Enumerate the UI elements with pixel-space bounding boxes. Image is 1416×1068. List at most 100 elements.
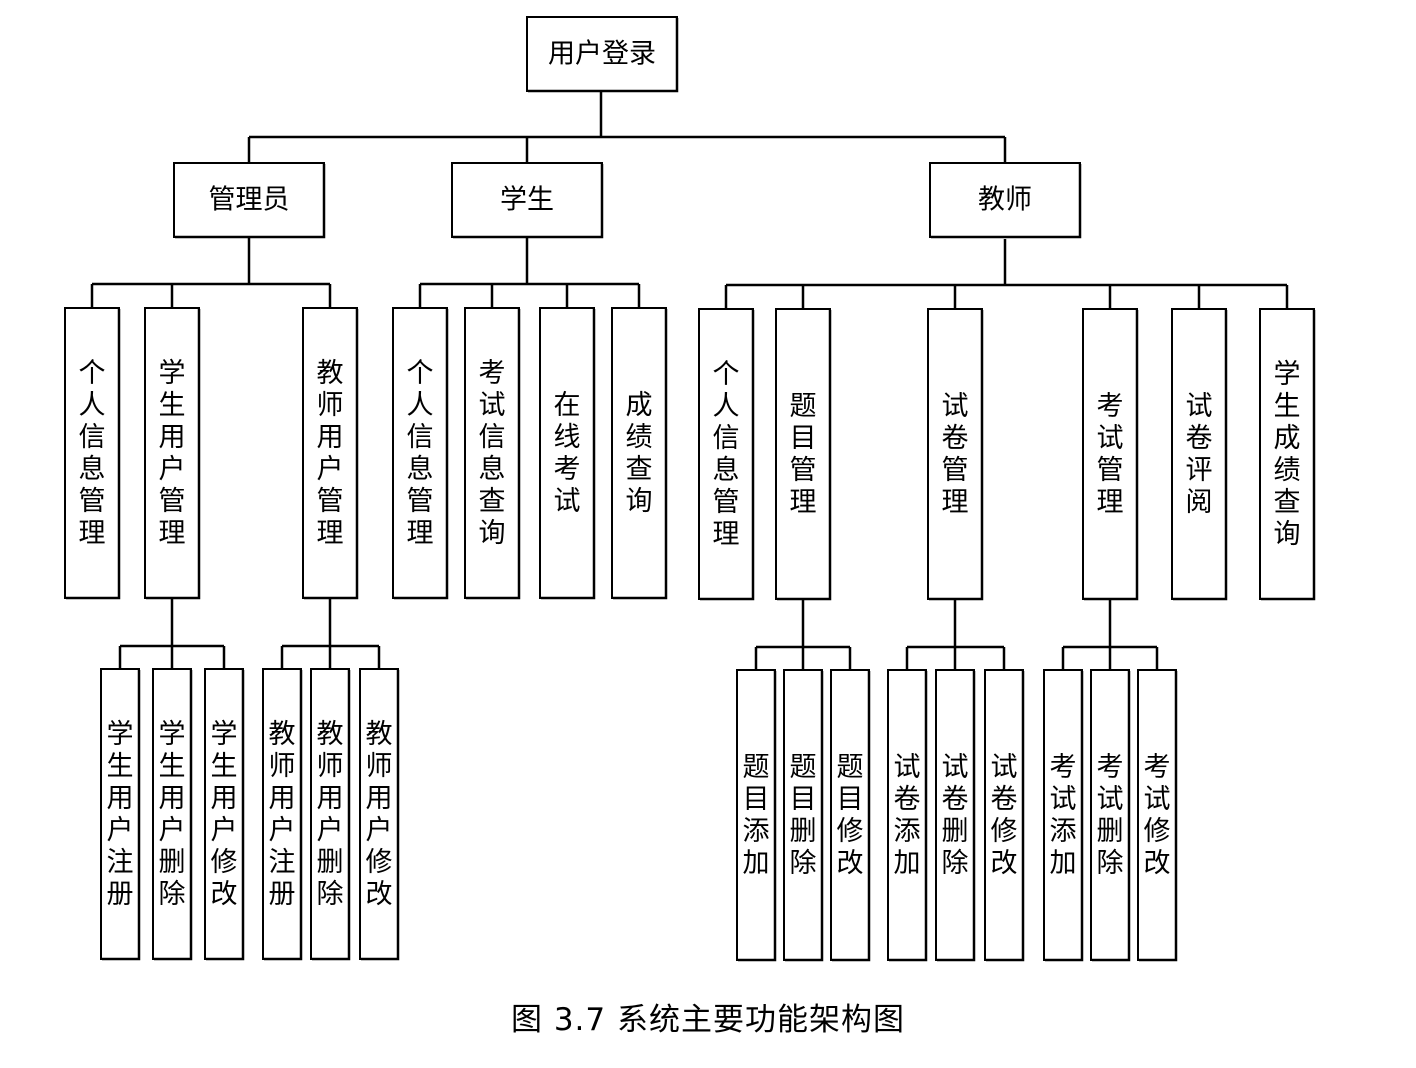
node-student-personal-info-box [392,307,448,599]
node-teacher-paper-mgmt-label: 试卷管理 [942,391,969,518]
node-teacher-user-delete-edge [312,670,351,961]
node-teacher-question-mgmt-label: 题目管理 [790,391,817,518]
node-paper-delete-label: 试卷删除 [942,752,969,879]
node-exam-modify-box [1137,669,1177,961]
node-teacher-personal-info-label: 个人信息管理 [713,359,740,550]
node-exam-add: 考试添加 [1043,669,1084,962]
node-student-user-delete-edge [154,670,193,961]
node-user-login-label: 用户登录 [548,39,656,70]
node-teacher-edge [931,164,1082,239]
node-question-delete-box [783,669,823,961]
node-teacher-score-query: 学生成绩查询 [1259,308,1316,601]
node-student-online-exam: 在线考试 [539,307,596,600]
node-paper-add-edge [889,671,928,962]
node-admin-personal-info-label: 个人信息管理 [79,358,106,549]
node-student-user-modify-label: 学生用户修改 [211,719,238,910]
node-paper-delete-edge [937,671,976,962]
node-student-edge [453,164,604,239]
node-exam-add-label: 考试添加 [1050,752,1077,879]
node-exam-delete-label: 考试删除 [1097,752,1124,879]
node-exam-modify: 考试修改 [1137,669,1178,962]
node-paper-add: 试卷添加 [887,669,928,962]
node-teacher-question-mgmt: 题目管理 [775,308,832,601]
node-teacher-score-query-edge [1261,310,1316,601]
node-admin-edge [175,164,326,239]
node-teacher-user-delete: 教师用户删除 [310,668,351,961]
node-student-personal-info-edge [394,309,449,600]
node-teacher-paper-review: 试卷评阅 [1171,308,1228,601]
node-teacher-label: 教师 [978,185,1032,216]
node-question-modify-edge [832,671,871,962]
node-admin-label: 管理员 [209,185,290,216]
node-teacher-user-register-label: 教师用户注册 [269,719,296,910]
node-admin-student-users-edge [146,309,201,600]
node-teacher-paper-review-edge [1173,310,1228,601]
node-teacher-question-mgmt-edge [777,310,832,601]
node-student-user-register: 学生用户注册 [100,668,141,961]
node-student-user-register-edge [102,670,141,961]
node-exam-add-edge [1045,671,1084,962]
node-student: 学生 [451,162,604,239]
node-exam-modify-label: 考试修改 [1144,752,1171,879]
node-student-online-exam-label: 在线考试 [554,390,581,517]
node-student-score-query-label: 成绩查询 [626,390,653,517]
node-teacher-exam-mgmt: 考试管理 [1082,308,1139,601]
node-teacher-user-delete-label: 教师用户删除 [317,719,344,910]
node-exam-add-box [1043,669,1083,961]
node-student-online-exam-edge [541,309,596,600]
node-student-user-modify: 学生用户修改 [204,668,245,961]
node-question-delete-label: 题目删除 [790,752,817,879]
node-student-user-register-label: 学生用户注册 [107,719,134,910]
node-paper-delete: 试卷删除 [935,669,976,962]
node-question-add-label: 题目添加 [743,752,770,879]
node-admin-teacher-users-box [302,307,358,599]
node-teacher-question-mgmt-box [775,308,831,600]
node-teacher-user-modify-label: 教师用户修改 [366,719,393,910]
node-student-score-query-edge [613,309,668,600]
node-question-delete: 题目删除 [783,669,824,962]
node-teacher-user-register-edge [264,670,303,961]
node-question-add-box [736,669,776,961]
node-admin-personal-info: 个人信息管理 [64,307,121,600]
node-student-label: 学生 [500,185,554,216]
node-admin-student-users: 学生用户管理 [144,307,201,600]
node-question-modify: 题目修改 [830,669,871,962]
node-teacher-user-register: 教师用户注册 [262,668,303,961]
node-admin-box [173,162,325,238]
node-teacher-paper-review-label: 试卷评阅 [1186,391,1213,518]
node-user-login-box [526,16,678,92]
node-user-login: 用户登录 [526,16,679,93]
node-teacher-paper-mgmt: 试卷管理 [927,308,984,601]
node-student-score-query-box [611,307,667,599]
node-exam-delete-edge [1092,671,1131,962]
node-question-modify-label: 题目修改 [837,752,864,879]
node-admin-personal-info-edge [66,309,121,600]
node-student-user-delete: 学生用户删除 [152,668,193,961]
node-question-delete-edge [785,671,824,962]
node-admin-teacher-users: 教师用户管理 [302,307,359,600]
node-admin-teacher-users-edge [304,309,359,600]
node-paper-modify-label: 试卷修改 [991,752,1018,879]
node-student-user-modify-edge [206,670,245,961]
node-student-exam-info: 考试信息查询 [464,307,521,600]
node-user-login-edge [528,18,679,93]
node-student-exam-info-edge [466,309,521,600]
node-question-add: 题目添加 [736,669,777,962]
node-teacher-personal-info: 个人信息管理 [698,308,755,601]
node-student-exam-info-box [464,307,520,599]
connector-lines [90,91,1289,670]
node-teacher-exam-mgmt-label: 考试管理 [1097,391,1124,518]
node-admin-student-users-label: 学生用户管理 [159,358,186,549]
node-teacher-user-modify: 教师用户修改 [359,668,400,961]
node-student-personal-info-label: 个人信息管理 [407,358,434,549]
node-paper-add-label: 试卷添加 [894,752,921,879]
node-teacher-personal-info-edge [700,310,755,601]
node-teacher-user-modify-edge [361,670,400,961]
node-teacher-paper-mgmt-edge [929,310,984,601]
node-admin: 管理员 [173,162,326,239]
node-student-user-delete-label: 学生用户删除 [159,719,186,910]
node-paper-add-box [887,669,927,961]
node-teacher: 教师 [929,162,1082,239]
node-teacher-box [929,162,1081,238]
